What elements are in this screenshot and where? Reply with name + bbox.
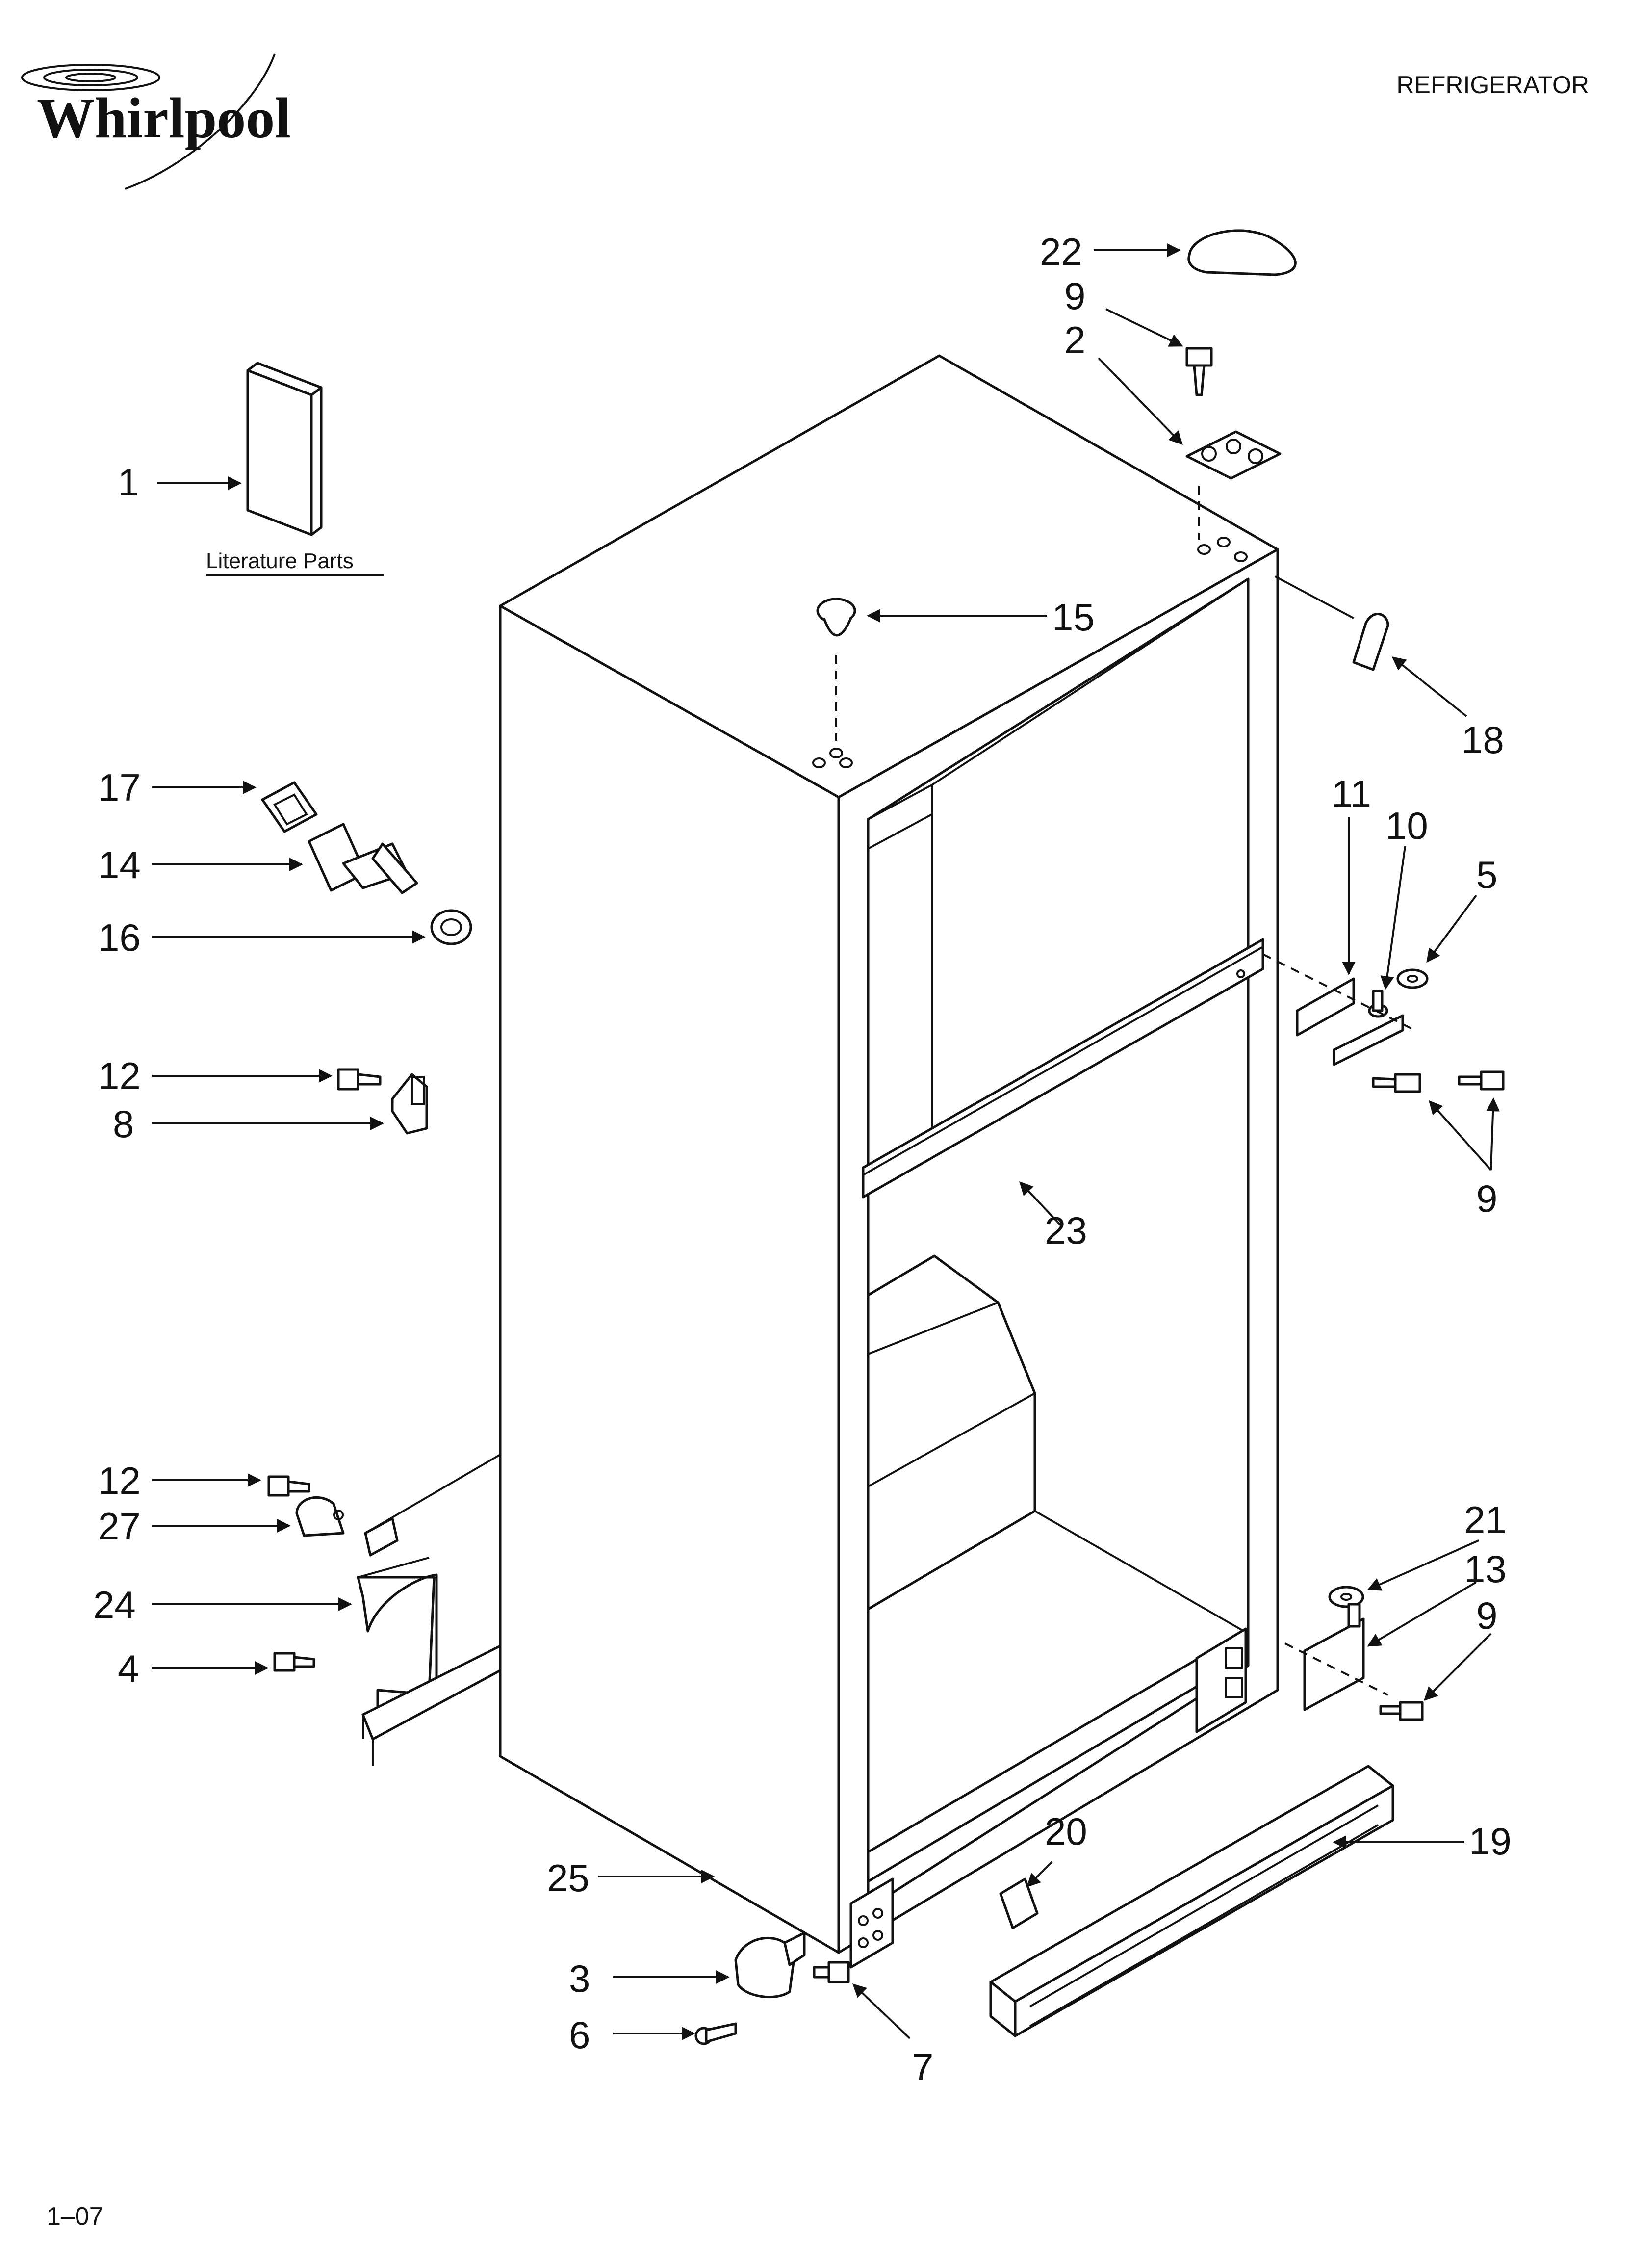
hinge-line-18 [1275, 575, 1354, 619]
part-cord-clamp [295, 1496, 345, 1537]
part-screw-upper [337, 1068, 382, 1091]
callout-12-upper: 12 [98, 1054, 141, 1097]
callout-24: 24 [93, 1583, 136, 1626]
callout-25: 25 [547, 1856, 590, 1900]
dashed-center [1262, 953, 1415, 1031]
literature-parts-label: Literature Parts [206, 549, 354, 573]
part-door-stop [1352, 613, 1389, 671]
part-literature [246, 362, 323, 536]
part-leveling-bracket [734, 1931, 806, 1999]
callout-8: 8 [113, 1102, 134, 1146]
part-grille-clip [999, 1877, 1039, 1929]
callout-27: 27 [98, 1505, 141, 1548]
part-thermostat-knob-assembly [308, 823, 418, 894]
callout-labels: 1 22 9 2 15 18 17 14 16 11 10 5 9 23 12 … [93, 230, 1512, 2088]
part-center-hinge [1296, 977, 1404, 1066]
part-center-screw-a [1372, 1073, 1421, 1093]
part-hinge-hole-plug [816, 598, 856, 637]
part-top-hinge-screw [1185, 347, 1213, 396]
callout-6: 6 [569, 2013, 590, 2057]
callout-3: 3 [569, 1957, 590, 2000]
callout-19: 19 [1469, 1820, 1512, 1863]
part-bottom-hinge-washer [1328, 1586, 1364, 1608]
callout-20: 20 [1045, 1810, 1087, 1853]
callout-11: 11 [1332, 772, 1371, 815]
callout-15: 15 [1052, 596, 1095, 639]
callout-2: 2 [1064, 318, 1085, 362]
part-leveling-screw [813, 1961, 850, 1983]
callout-14: 14 [98, 843, 141, 886]
callout-22: 22 [1040, 230, 1082, 273]
part-screw-lower-b [273, 1652, 315, 1672]
callout-13: 13 [1464, 1547, 1507, 1590]
callout-21: 21 [1464, 1498, 1507, 1541]
part-toe-grille [989, 1765, 1394, 2037]
page-code: 1–07 [47, 2202, 103, 2231]
part-center-hinge-washer [1396, 968, 1429, 989]
leader-lines [152, 243, 1500, 2040]
callout-16: 16 [98, 916, 141, 959]
callout-4: 4 [118, 1647, 139, 1690]
part-center-rail [862, 938, 1264, 1199]
part-hinge-cover [1187, 229, 1297, 276]
page-title: REFRIGERATOR [1396, 71, 1589, 99]
callout-9-bottom: 9 [1476, 1594, 1497, 1637]
callout-10: 10 [1385, 804, 1428, 847]
callout-5: 5 [1476, 853, 1497, 896]
part-thermostat-seal [261, 781, 318, 833]
callout-1: 1 [118, 461, 139, 504]
part-roller-pin [694, 2022, 737, 2045]
part-bottom-hinge-screw [1379, 1701, 1424, 1721]
callout-7: 7 [912, 2045, 933, 2088]
callout-9-top: 9 [1064, 274, 1085, 317]
whirlpool-logo: Whirlpool [21, 53, 291, 190]
part-thermostat-bushing [430, 909, 472, 945]
callout-17: 17 [98, 766, 141, 809]
cover-base-plate [361, 1644, 502, 1741]
part-top-hinge [1185, 430, 1282, 480]
brand-logo-text: Whirlpool [37, 86, 291, 150]
dashed-bottom [1284, 1642, 1388, 1696]
part-bottom-hinge [1303, 1603, 1365, 1711]
callout-23: 23 [1045, 1209, 1087, 1252]
part-screw-lower-a [267, 1475, 310, 1497]
cabinet [499, 354, 1279, 1969]
callout-12-lower: 12 [98, 1459, 141, 1502]
part-wire-cover [357, 1557, 438, 1716]
callout-18: 18 [1462, 718, 1504, 761]
callout-9-mid: 9 [1476, 1177, 1497, 1220]
part-center-screw-b [1458, 1070, 1505, 1091]
part-clip-upper [391, 1073, 428, 1135]
clamp-plate [364, 1517, 399, 1557]
